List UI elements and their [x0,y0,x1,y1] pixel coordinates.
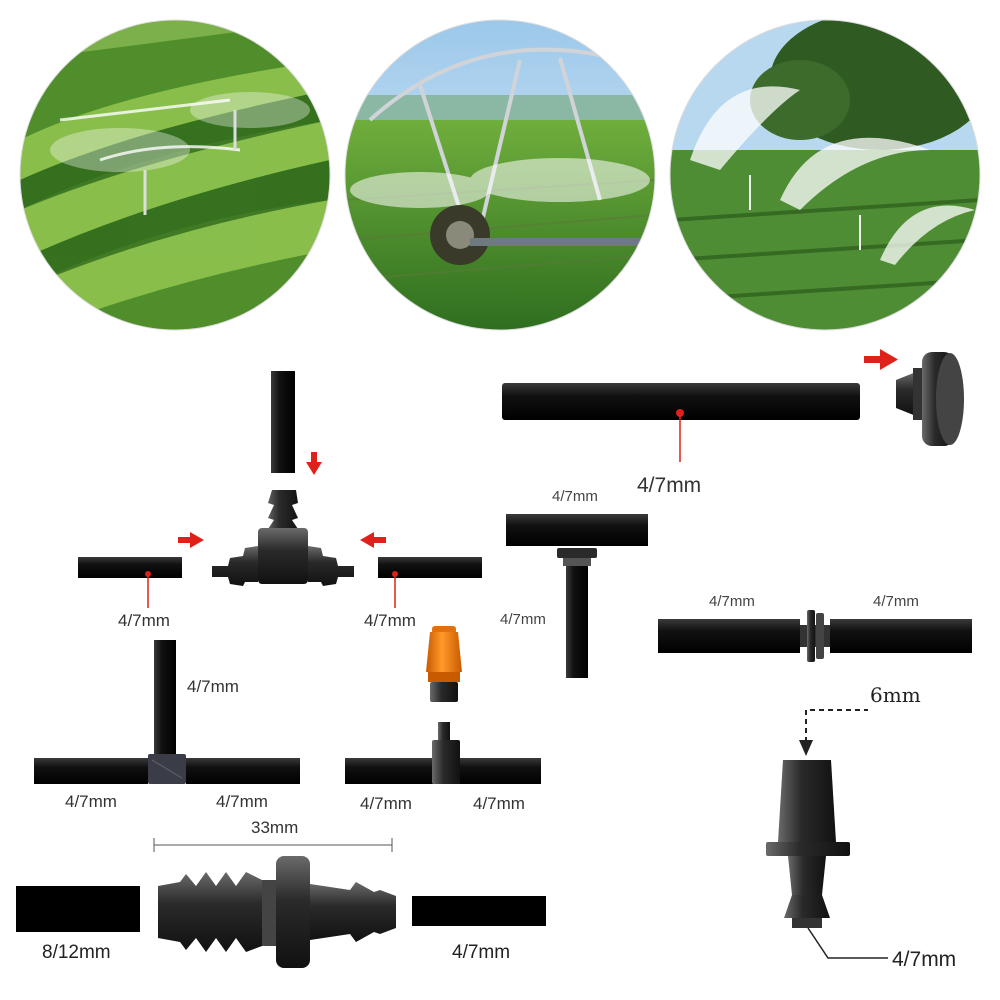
tube-4-7mm [502,383,860,420]
tube-vertical [154,640,176,758]
tube-right [459,758,541,784]
reducer-small-label: 4/7mm [452,942,511,963]
end-plug-assembly [502,349,964,462]
reducer-big-label: 8/12mm [42,942,111,963]
barbed-tee-assembly [78,371,482,608]
reducer-connector [158,856,396,968]
tee-top-label: 4/7mm [552,488,598,505]
straight-right-label: 4/7mm [873,593,919,610]
tee-connector [212,490,354,586]
tube-left [34,758,148,784]
left-arrow-icon [360,532,386,548]
barb-connector-assembly [766,709,888,959]
tube-right [186,758,300,784]
tube-8-12mm [16,886,140,932]
tee3-right-label: 4/7mm [216,792,268,811]
tee-left-label: 4/7mm [118,611,170,630]
coupler-connector [800,610,830,662]
tube-vertical [271,371,295,473]
barb-bottom-label: 4/7mm [892,948,957,971]
down-arrow-icon [306,452,322,475]
tube-right [830,619,972,653]
straight-left-label: 4/7mm [709,593,755,610]
tee3-left-label: 4/7mm [65,792,117,811]
tube-left [658,619,800,653]
tube-horizontal [506,514,648,546]
tee-joiner-assembly [506,514,648,678]
tee-vertical-assembly [34,640,300,784]
end-plug [896,352,964,446]
tee-stem-label: 4/7mm [500,611,546,628]
nozzle-right-label: 4/7mm [473,794,525,813]
tube-stem [566,548,588,678]
tee-right-label: 4/7mm [364,611,416,630]
tube-right [378,557,482,578]
reducer-length-label: 33mm [251,818,299,837]
sprinkler-field-photo [670,20,980,330]
tube-left [345,758,433,784]
orange-nozzle [426,626,462,702]
right-arrow-icon [178,532,204,548]
right-arrow-icon [864,349,898,370]
nozzle-left-label: 4/7mm [360,794,412,813]
crop-sprinkler-photo [20,20,330,330]
nozzle-assembly [345,626,541,784]
tube-left [78,557,182,578]
tee3-vertical-label: 4/7mm [187,677,239,696]
barb-top-label: 6mm [870,683,921,707]
reducer-assembly [16,838,546,968]
end-plug-tube-label: 4/7mm [637,474,702,497]
center-pivot-photo [345,20,655,330]
tube-4-7mm [412,896,546,926]
barb-connector [766,760,850,928]
straight-coupler-assembly [658,610,972,662]
